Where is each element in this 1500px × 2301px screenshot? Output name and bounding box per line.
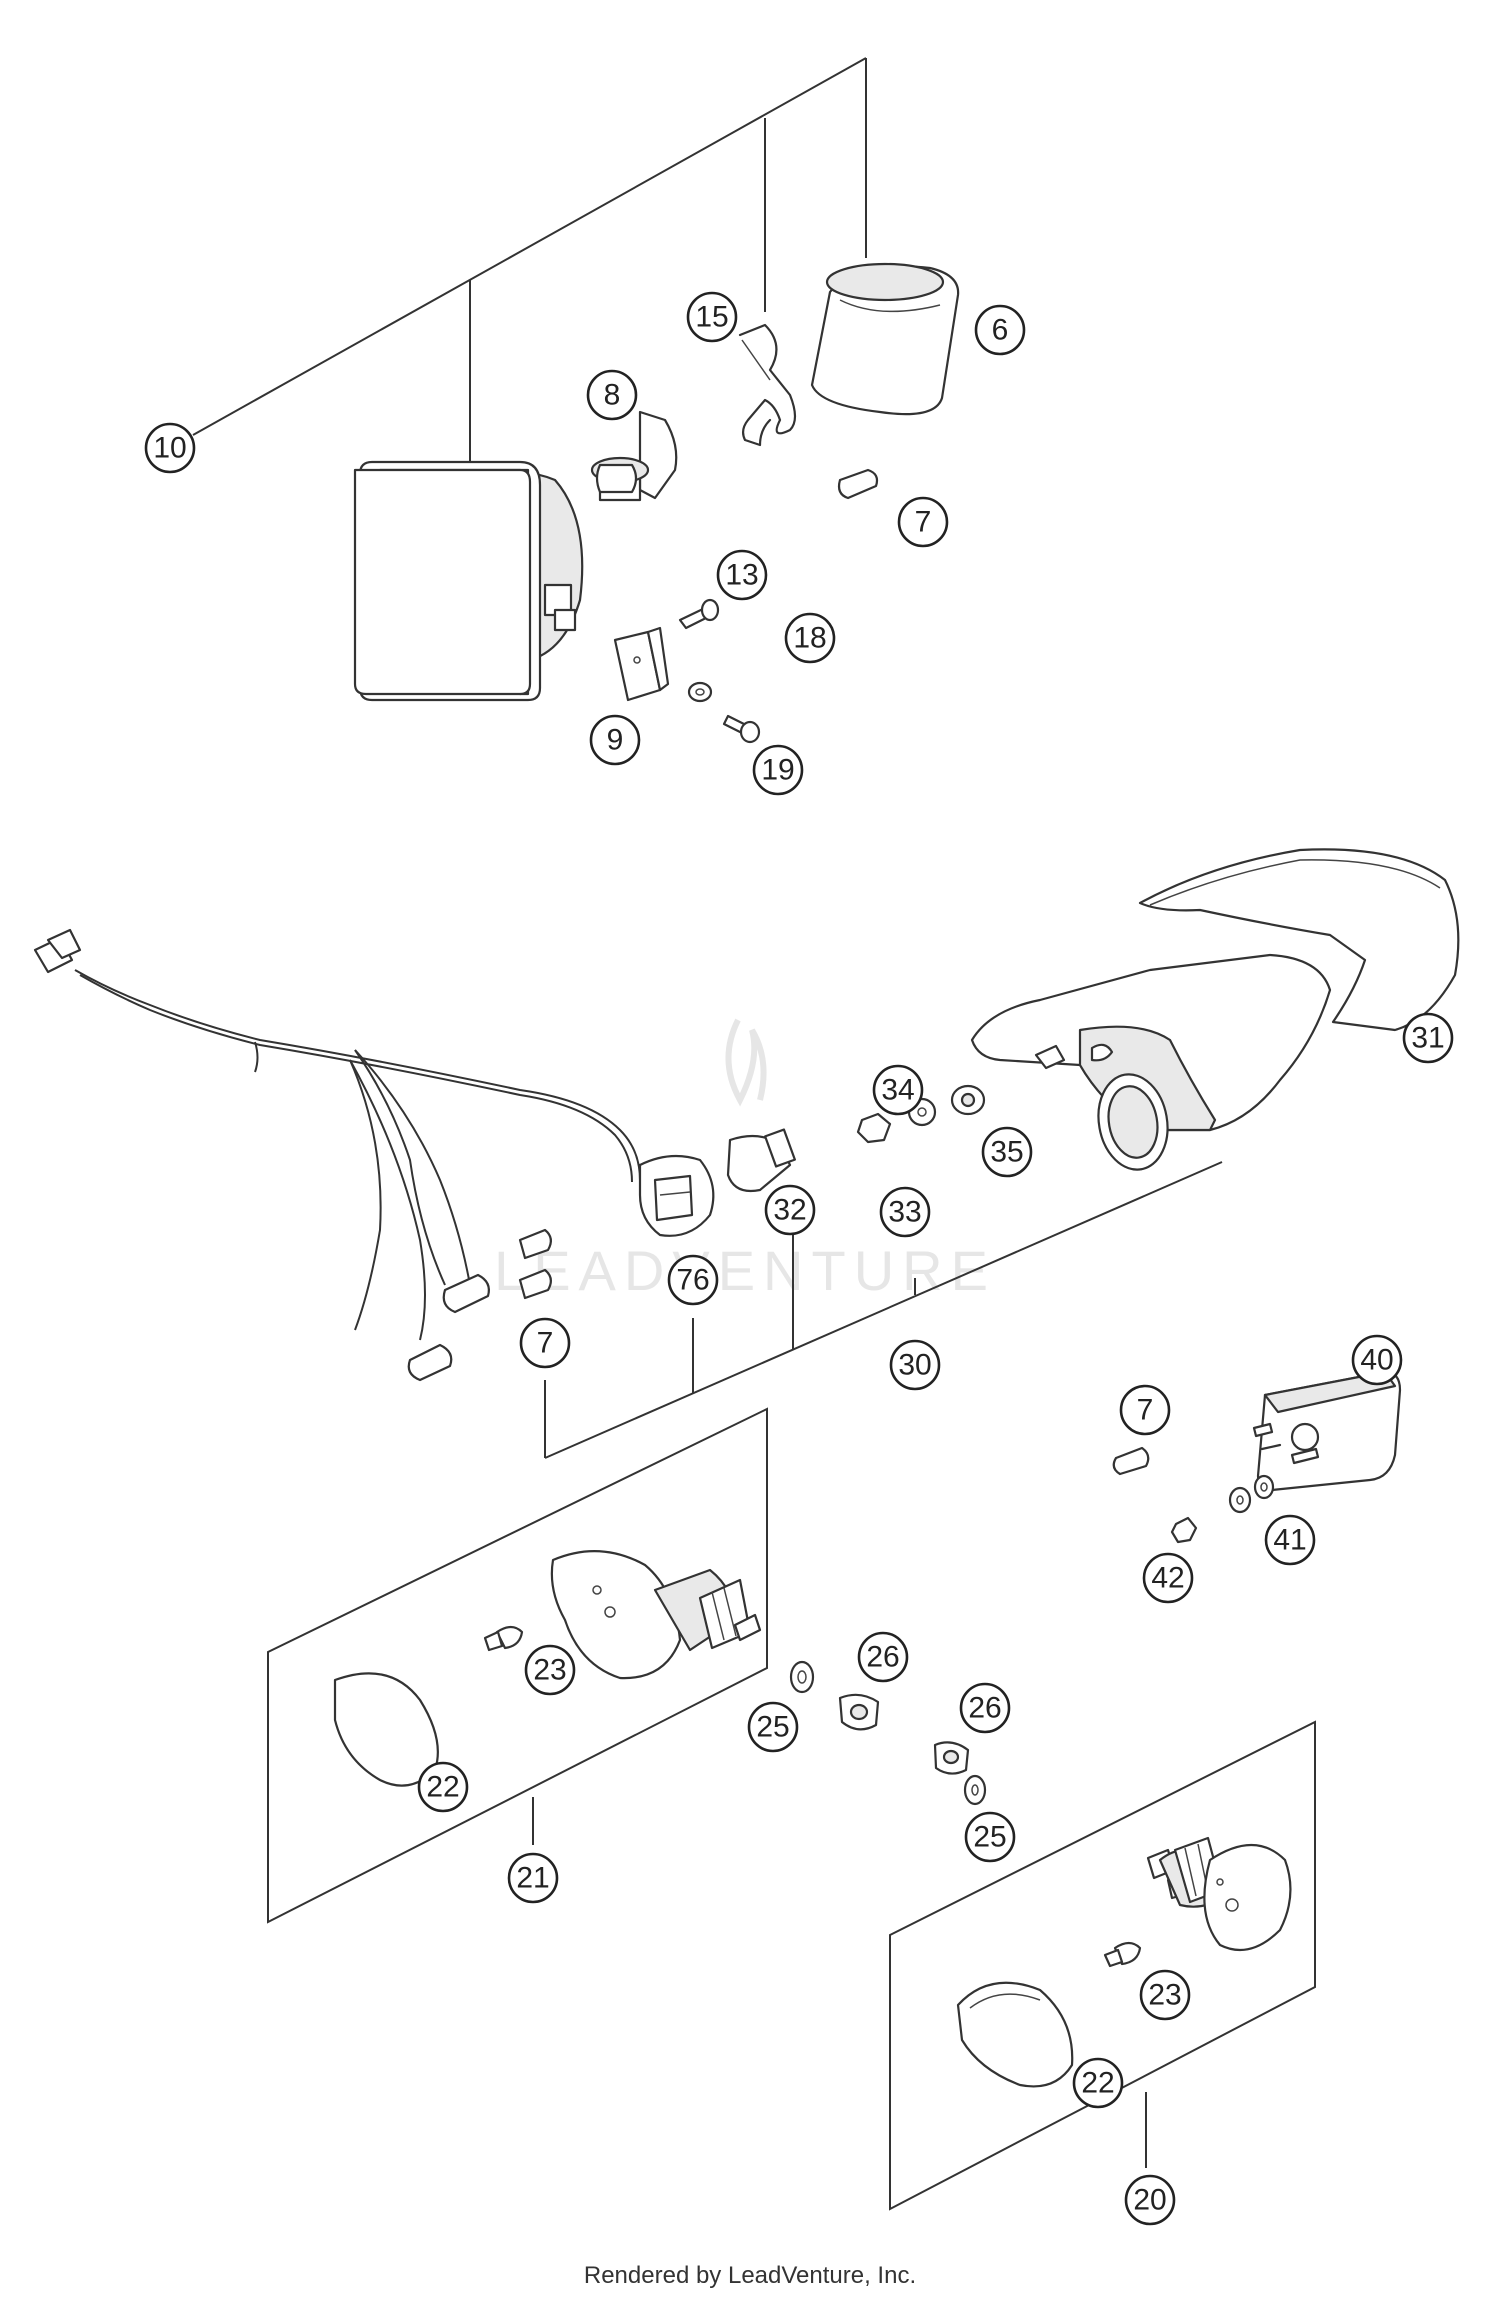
leader-lines-tail — [544, 1161, 1223, 1459]
svg-text:21: 21 — [516, 1862, 549, 1895]
nut-26-left — [838, 1693, 880, 1731]
grommet-35 — [950, 1084, 986, 1116]
callout-25-right: 25 — [964, 1811, 1016, 1863]
callout-30: 30 — [889, 1339, 941, 1391]
callout-40: 40 — [1351, 1334, 1403, 1386]
screw-19 — [722, 714, 761, 744]
svg-text:35: 35 — [990, 1136, 1023, 1169]
license-lamp — [1252, 1370, 1402, 1492]
svg-text:23: 23 — [1148, 1979, 1181, 2012]
svg-text:41: 41 — [1273, 1524, 1306, 1557]
tail-light-housing — [970, 953, 1332, 1171]
callout-8: 8 — [586, 369, 638, 421]
headlight-housing — [353, 460, 584, 702]
headlight-bulb — [590, 410, 678, 502]
svg-text:40: 40 — [1360, 1344, 1393, 1377]
callout-42: 42 — [1142, 1552, 1194, 1604]
callout-18: 18 — [784, 612, 836, 664]
socket-76 — [638, 1154, 715, 1237]
svg-text:9: 9 — [607, 724, 624, 757]
callout-35: 35 — [981, 1126, 1033, 1178]
small-bulb-license — [1112, 1446, 1150, 1476]
svg-text:22: 22 — [426, 1771, 459, 1804]
callout-31: 31 — [1402, 1012, 1454, 1064]
callout-7-mid: 7 — [519, 1317, 571, 1369]
svg-text:13: 13 — [725, 559, 758, 592]
callout-20: 20 — [1124, 2174, 1176, 2226]
callout-22-left: 22 — [417, 1761, 469, 1813]
svg-text:10: 10 — [153, 432, 186, 465]
callout-13: 13 — [716, 549, 768, 601]
callout-33: 33 — [879, 1186, 931, 1238]
washers-41 — [1228, 1474, 1275, 1514]
callout-22-right: 22 — [1072, 2057, 1124, 2109]
turn-signal-right — [889, 1720, 1316, 2211]
svg-text:26: 26 — [866, 1641, 899, 1674]
screw-13 — [678, 598, 720, 630]
svg-text:7: 7 — [915, 506, 932, 539]
svg-text:8: 8 — [604, 379, 621, 412]
callout-15: 15 — [686, 291, 738, 343]
svg-text:20: 20 — [1133, 2184, 1166, 2217]
callout-34: 34 — [872, 1064, 924, 1116]
svg-text:23: 23 — [533, 1654, 566, 1687]
svg-text:26: 26 — [968, 1692, 1001, 1725]
callout-21: 21 — [507, 1852, 559, 1904]
callout-32: 32 — [764, 1184, 816, 1236]
turn-signal-left — [267, 1407, 768, 1924]
callout-26-left: 26 — [857, 1631, 909, 1683]
svg-text:22: 22 — [1081, 2067, 1114, 2100]
callout-7-top: 7 — [897, 496, 949, 548]
wiring-harness — [33, 928, 641, 1341]
harness-bulbs — [407, 1228, 552, 1382]
svg-text:30: 30 — [898, 1349, 931, 1382]
callout-7-right: 7 — [1119, 1384, 1171, 1436]
bulb-32 — [726, 1128, 796, 1193]
svg-text:34: 34 — [881, 1074, 914, 1107]
svg-text:32: 32 — [773, 1194, 806, 1227]
leader-lines-headlight — [192, 57, 867, 462]
footer-credit: Rendered by LeadVenture, Inc. — [583, 2262, 917, 2289]
washer-25-left — [789, 1660, 815, 1694]
svg-text:25: 25 — [973, 1821, 1006, 1854]
leadventure-watermark: LEADVENTURE — [494, 1018, 996, 1302]
nut-33 — [856, 1112, 892, 1144]
svg-text:18: 18 — [793, 622, 826, 655]
bracket-9 — [613, 626, 670, 702]
watermark-text: LEADVENTURE — [494, 1239, 996, 1302]
callout-10: 10 — [144, 422, 196, 474]
dust-cap — [810, 262, 960, 416]
nut-42 — [1170, 1516, 1198, 1544]
washer-18 — [687, 681, 713, 703]
nut-26-right — [933, 1741, 970, 1775]
callout-6: 6 — [974, 304, 1026, 356]
callout-26-right: 26 — [959, 1682, 1011, 1734]
svg-text:76: 76 — [676, 1264, 709, 1297]
callout-23-right: 23 — [1139, 1969, 1191, 2021]
callout-23-left: 23 — [524, 1644, 576, 1696]
callout-25-left: 25 — [747, 1701, 799, 1753]
svg-text:31: 31 — [1411, 1022, 1444, 1055]
svg-text:7: 7 — [537, 1327, 554, 1360]
small-bulb-top — [837, 468, 879, 500]
svg-text:42: 42 — [1151, 1562, 1184, 1595]
svg-text:33: 33 — [888, 1196, 921, 1229]
washer-25-right — [963, 1774, 987, 1806]
svg-text:15: 15 — [695, 301, 728, 334]
tail-lens — [1138, 848, 1460, 1032]
svg-text:19: 19 — [761, 754, 794, 787]
callout-41: 41 — [1264, 1514, 1316, 1566]
callout-9: 9 — [589, 714, 641, 766]
callout-76: 76 — [667, 1254, 719, 1306]
spring-clip — [738, 323, 797, 447]
svg-text:25: 25 — [756, 1711, 789, 1744]
callout-19: 19 — [752, 744, 804, 796]
svg-text:7: 7 — [1137, 1394, 1154, 1427]
svg-text:6: 6 — [992, 314, 1009, 347]
